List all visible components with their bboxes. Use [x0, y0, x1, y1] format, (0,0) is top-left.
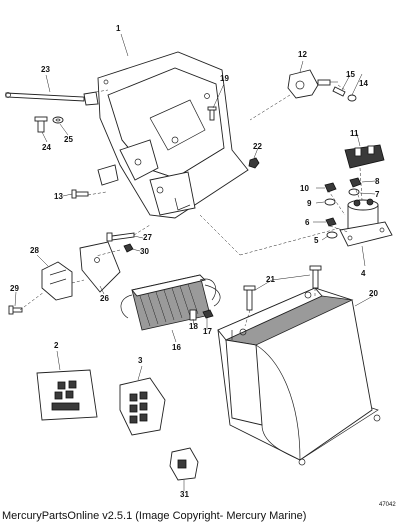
leader-lines: [14, 33, 376, 491]
callout-9: 9: [307, 199, 312, 208]
washer-14[interactable]: [347, 94, 357, 102]
callout-19: 19: [220, 74, 229, 83]
callout-24: 24: [42, 143, 51, 152]
copyright-footer: MercuryPartsOnline v2.5.1 (Image Copyrig…: [2, 510, 307, 522]
callout-22: 22: [253, 142, 262, 151]
screw-13[interactable]: [71, 189, 89, 199]
callout-28: 28: [30, 246, 39, 255]
nut-17[interactable]: [202, 309, 214, 319]
callout-7: 7: [375, 190, 380, 199]
callout-5: 5: [314, 236, 319, 245]
callout-3: 3: [138, 356, 143, 365]
screw-29[interactable]: [8, 305, 23, 315]
connector-12[interactable]: [287, 69, 338, 99]
nut-22[interactable]: [248, 157, 260, 169]
callout-27: 27: [143, 233, 152, 242]
nut-6[interactable]: [325, 217, 337, 227]
callout-25: 25: [64, 135, 73, 144]
callout-15: 15: [346, 70, 355, 79]
drawing-number: 47042: [379, 502, 396, 508]
callout-8: 8: [375, 177, 380, 186]
decal-set-2[interactable]: [36, 369, 98, 421]
washer-9[interactable]: [324, 198, 336, 206]
callout-6: 6: [305, 218, 310, 227]
callout-labels: 1 2 3 4 5 6 7 8 9 10 11 12 13 14 15 16 1…: [10, 24, 380, 499]
cover-20[interactable]: [217, 287, 381, 466]
callout-23: 23: [41, 65, 50, 74]
screw-24[interactable]: [34, 116, 48, 133]
callout-26: 26: [100, 294, 109, 303]
callout-17: 17: [203, 327, 212, 336]
connector-31[interactable]: [169, 447, 199, 481]
callout-11: 11: [350, 129, 359, 138]
screw-15[interactable]: [332, 86, 346, 97]
support-rod[interactable]: [5, 91, 99, 106]
callout-12: 12: [298, 50, 307, 59]
terminal-18[interactable]: [189, 309, 197, 321]
callout-13: 13: [54, 192, 63, 201]
callout-29: 29: [10, 284, 19, 293]
electronic-module-16[interactable]: [120, 274, 221, 331]
callout-18: 18: [189, 322, 198, 331]
washer-7[interactable]: [348, 188, 360, 196]
callout-20: 20: [369, 289, 378, 298]
callout-21: 21: [266, 275, 275, 284]
clip-28[interactable]: [41, 261, 73, 301]
nut-10[interactable]: [324, 182, 337, 193]
mounting-bracket[interactable]: [97, 51, 249, 219]
callout-16: 16: [172, 343, 181, 352]
callout-30: 30: [140, 247, 149, 256]
callout-14: 14: [359, 79, 368, 88]
callout-10: 10: [300, 184, 309, 193]
solenoid-bracket-11[interactable]: [344, 144, 385, 169]
nut-30[interactable]: [123, 243, 134, 253]
washer-25[interactable]: [52, 116, 64, 124]
callout-1: 1: [116, 24, 121, 33]
callout-4: 4: [361, 269, 366, 278]
nut-8[interactable]: [349, 177, 362, 188]
mounting-plate-26[interactable]: [79, 241, 121, 293]
screw-19[interactable]: [207, 106, 217, 121]
solenoid-4[interactable]: [339, 198, 393, 247]
callout-31: 31: [180, 490, 189, 499]
callout-2: 2: [54, 341, 59, 350]
washer-5[interactable]: [326, 231, 338, 239]
screw-27[interactable]: [106, 232, 135, 242]
connector-block-3[interactable]: [119, 377, 166, 436]
